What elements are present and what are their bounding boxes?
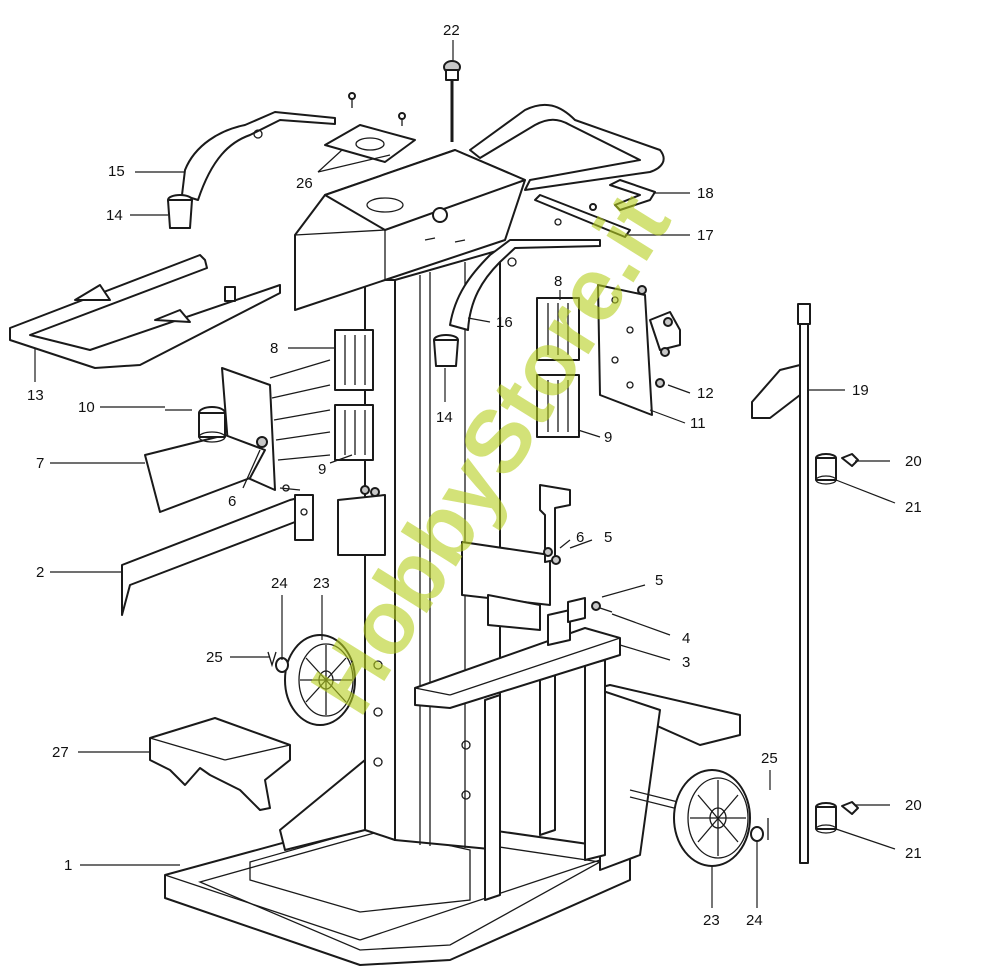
callout: 18 — [697, 185, 714, 202]
callout: 23 — [703, 912, 720, 929]
callout: 22 — [443, 22, 460, 39]
callout-labels: 22 26 15 14 18 17 13 8 16 8 12 19 10 11 … — [27, 22, 922, 929]
callout: 17 — [697, 227, 714, 244]
callout: 20 — [905, 453, 922, 470]
bracket-18 — [589, 179, 656, 211]
bush-left — [167, 194, 193, 229]
callout: 7 — [36, 455, 44, 472]
column-blocks — [337, 494, 551, 631]
leader-lines — [34, 40, 896, 908]
callout: 2 — [36, 564, 44, 581]
callout: 5 — [655, 572, 663, 589]
callout: 3 — [682, 654, 690, 671]
wedge-right — [536, 297, 580, 438]
callout: 23 — [313, 575, 330, 592]
crossbar — [414, 597, 621, 709]
callout: 24 — [746, 912, 763, 929]
front-wheel — [267, 634, 356, 726]
callout: 26 — [296, 175, 313, 192]
foot-guard — [149, 717, 291, 811]
callout: 19 — [852, 382, 869, 399]
top-head — [294, 149, 526, 311]
rear-handle — [469, 103, 665, 191]
right-handle — [449, 239, 601, 331]
bracket-17 — [534, 194, 631, 238]
callout: 6 — [576, 529, 584, 546]
rear-wheel — [673, 769, 769, 867]
callout: 9 — [604, 429, 612, 446]
callout: 25 — [206, 649, 223, 666]
callout: 20 — [905, 797, 922, 814]
callout: 27 — [52, 744, 69, 761]
left-handle — [181, 111, 336, 201]
callout: 8 — [554, 273, 562, 290]
collar-upper — [815, 453, 859, 485]
callout: 21 — [905, 845, 922, 862]
top-plate — [324, 92, 416, 163]
callout: 21 — [905, 499, 922, 516]
rear-frame — [539, 659, 741, 871]
splitting-wedge — [144, 359, 331, 513]
callout: 11 — [690, 415, 706, 432]
bracket-2 — [121, 484, 314, 616]
long-rod — [751, 303, 811, 864]
callout: 25 — [761, 750, 778, 767]
callout: 12 — [697, 385, 714, 402]
callout: 1 — [64, 857, 72, 874]
callout: 14 — [106, 207, 123, 224]
callout: 13 — [27, 387, 44, 404]
base-plate — [164, 814, 631, 966]
callout: 9 — [318, 461, 326, 478]
callout: 6 — [228, 493, 236, 510]
callout: 5 — [604, 529, 612, 546]
callout: 8 — [270, 340, 278, 357]
callout: 10 — [78, 399, 95, 416]
tray — [9, 254, 281, 369]
plate-11 — [597, 284, 681, 416]
collar-lower — [815, 801, 859, 834]
small-bracket — [360, 484, 613, 613]
callout: 15 — [108, 163, 125, 180]
callout: 14 — [436, 409, 453, 426]
callout: 4 — [682, 630, 690, 647]
callout: 16 — [496, 314, 513, 331]
bush-right — [433, 334, 459, 367]
callout: 24 — [271, 575, 288, 592]
wedge-left — [334, 329, 374, 461]
screw-22 — [443, 60, 461, 142]
